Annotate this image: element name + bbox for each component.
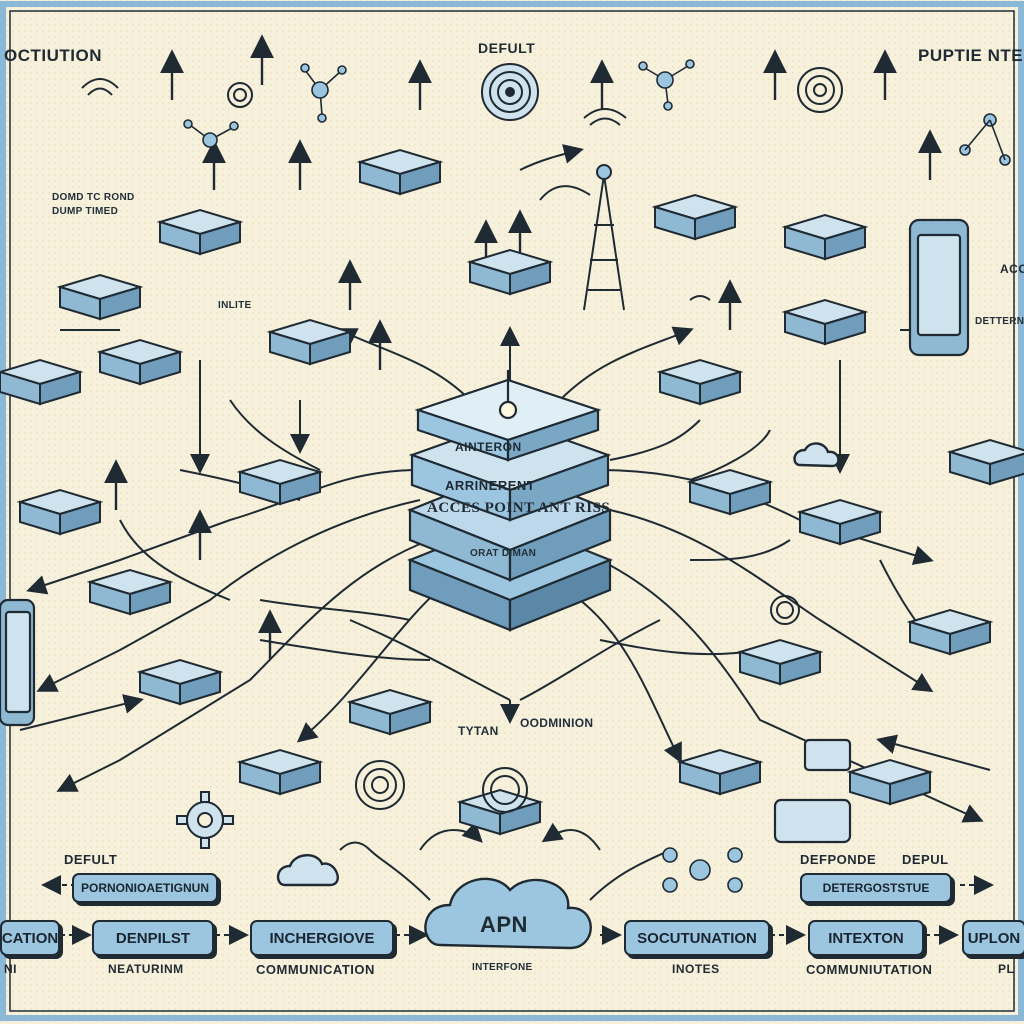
inner-frame bbox=[9, 10, 1015, 1012]
inlite-label: INLITE bbox=[218, 300, 252, 311]
gear-icon bbox=[176, 791, 234, 849]
bottom-communication-label-2: COMMUNIUTATION bbox=[806, 962, 933, 977]
left-dump-label-1: DOMD TC ROND bbox=[52, 192, 135, 203]
mobile-devices bbox=[0, 218, 970, 844]
banner-1: DENPILST bbox=[92, 920, 214, 956]
center-low-label: ORAT DIMAN bbox=[470, 548, 537, 559]
right-side-label-1: DETTERNE DOBLE bbox=[975, 316, 1024, 327]
wifi-icons bbox=[81, 78, 711, 851]
left-dump-label-2: DUMP TIMED bbox=[52, 206, 119, 217]
radio-tower-icon bbox=[583, 164, 625, 311]
banner-4: INTEXTON bbox=[808, 920, 924, 956]
apn-label: APN bbox=[480, 912, 528, 937]
banner-top-left: PORNONIOAETIGNUN bbox=[72, 873, 218, 903]
bottom-left-label: NEATURINM bbox=[108, 962, 184, 976]
bottom-left-top-label: DEFULT bbox=[64, 852, 118, 867]
banner-left: CATION bbox=[0, 920, 60, 956]
bottom-notes-label: INOTES bbox=[672, 962, 720, 976]
banner-top-right: DETERGOSTSTUE bbox=[800, 873, 952, 903]
banner-3: SOCUTUNATION bbox=[624, 920, 770, 956]
node-clusters bbox=[183, 59, 1011, 893]
center-sub-label: ARRINERENT bbox=[445, 478, 536, 493]
bottom-right-top-label-2: DEPUL bbox=[902, 852, 949, 867]
bottom-communication-label-1: COMMUNICATION bbox=[256, 962, 375, 977]
top-left-label: OCTIUTION bbox=[4, 46, 102, 65]
center-main-label: ACCES POINT ANT RISS bbox=[427, 500, 611, 516]
banner-2: INCHERGIOVE bbox=[250, 920, 394, 956]
cloud-icons bbox=[276, 442, 840, 950]
center-top-label: AINTERON bbox=[455, 440, 522, 454]
bottom-flow-arrows bbox=[41, 875, 994, 945]
right-side-label-2: ACC bbox=[1000, 262, 1024, 276]
apn-top-right-label: OODMINION bbox=[520, 716, 594, 730]
top-right-label: PUPTIE NTE bbox=[918, 46, 1024, 65]
banner-5: UPLON bbox=[962, 920, 1024, 956]
apn-top-label: TYTAN bbox=[458, 724, 499, 738]
top-center-label: DEFULT bbox=[478, 40, 536, 56]
signal-rings bbox=[227, 63, 843, 813]
bottom-right-top-label-1: DEFPONDE bbox=[800, 852, 877, 867]
apn-below-label: INTERFONE bbox=[472, 962, 533, 973]
bottom-far-left-label: NI bbox=[4, 962, 17, 976]
bottom-far-right-label: PL bbox=[998, 962, 1015, 976]
access-point-stack bbox=[407, 370, 613, 632]
